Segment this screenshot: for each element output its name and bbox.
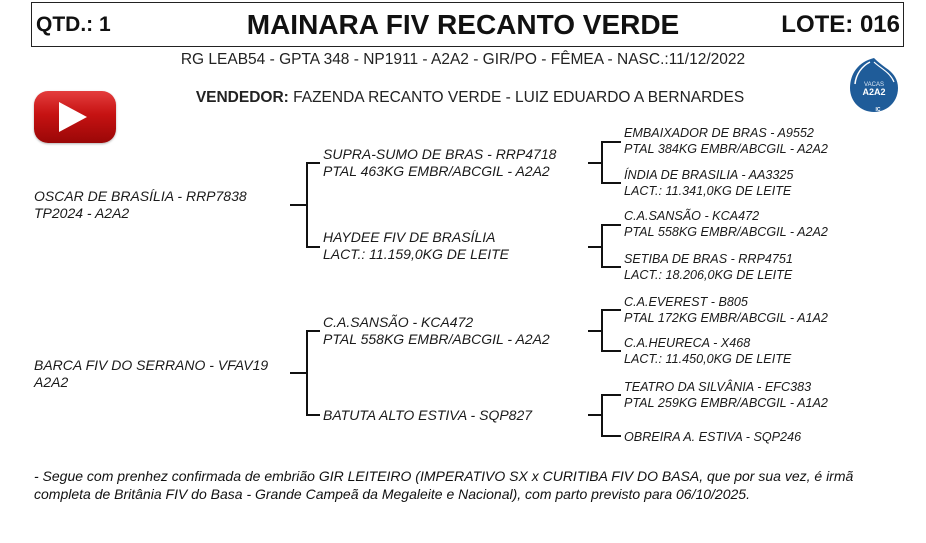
connector-line [601, 394, 603, 437]
paternal-granddam-entry: HAYDEE FIV DE BRASÍLIA LACT.: 11.159,0KG… [323, 229, 509, 263]
ggp-info: LACT.: 18.206,0KG DE LEITE [624, 268, 793, 282]
pgd-name: HAYDEE FIV DE BRASÍLIA [323, 229, 496, 245]
ggp-info: PTAL 172KG EMBR/ABCGIL - A1A2 [624, 311, 828, 325]
connector-line [601, 141, 621, 143]
ggp-entry: TEATRO DA SILVÂNIA - EFC383 PTAL 259KG E… [624, 379, 828, 411]
connector-line [601, 350, 621, 352]
ggp-info: PTAL 558KG EMBR/ABCGIL - A2A2 [624, 225, 828, 239]
svg-text:VACAS: VACAS [864, 82, 884, 88]
connector-line [290, 372, 307, 374]
paternal-grandsire-entry: SUPRA-SUMO DE BRAS - RRP4718 PTAL 463KG … [323, 146, 556, 180]
connector-line [601, 141, 603, 184]
connector-line [306, 330, 308, 416]
connector-line [306, 162, 320, 164]
a2a2-badge-icon: VACAS A2A2 IC [848, 56, 900, 114]
connector-line [588, 246, 602, 248]
ggp-info: LACT.: 11.450,0KG DE LEITE [624, 352, 792, 366]
ggp-entry: ÍNDIA DE BRASILIA - AA3325 LACT.: 11.341… [624, 167, 793, 199]
mgd-name: BATUTA ALTO ESTIVA - SQP827 [323, 407, 533, 423]
sire-entry: OSCAR DE BRASÍLIA - RRP7838 TP2024 - A2A… [34, 188, 247, 222]
connector-line [306, 162, 308, 248]
animal-registry-info: RG LEAB54 - GPTA 348 - NP1911 - A2A2 - G… [180, 51, 746, 68]
connector-line [588, 414, 602, 416]
connector-line [601, 309, 621, 311]
vendor-line: VENDEDOR: FAZENDA RECANTO VERDE - LUIZ E… [0, 89, 926, 107]
connector-line [306, 414, 320, 416]
sire-info: TP2024 - A2A2 [34, 205, 130, 221]
dam-name: BARCA FIV DO SERRANO - VFAV19 [34, 357, 269, 373]
ggp-name: C.A.EVEREST - B805 [624, 295, 748, 309]
vendor-value: FAZENDA RECANTO VERDE - LUIZ EDUARDO A B… [288, 89, 745, 106]
connector-line [601, 394, 621, 396]
ggp-entry: SETIBA DE BRAS - RRP4751 LACT.: 18.206,0… [624, 251, 793, 283]
connector-line [290, 204, 307, 206]
pgd-info: LACT.: 11.159,0KG DE LEITE [323, 246, 509, 262]
lot-number: LOTE: 016 [781, 11, 900, 38]
play-triangle-icon [59, 102, 87, 132]
connector-line [306, 330, 320, 332]
ggp-name: TEATRO DA SILVÂNIA - EFC383 [624, 380, 812, 394]
dam-info: A2A2 [34, 374, 69, 390]
ggp-name: OBREIRA A. ESTIVA - SQP246 [624, 430, 802, 444]
ggp-name: C.A.HEURECA - X468 [624, 336, 751, 350]
ggp-entry: C.A.SANSÃO - KCA472 PTAL 558KG EMBR/ABCG… [624, 208, 828, 240]
connector-line [601, 182, 621, 184]
ggp-info: PTAL 384KG EMBR/ABCGIL - A2A2 [624, 142, 828, 156]
mgs-name: C.A.SANSÃO - KCA472 [323, 314, 474, 330]
connector-line [601, 224, 621, 226]
connector-line [588, 162, 602, 164]
connector-line [601, 224, 603, 268]
svg-text:IC: IC [876, 107, 881, 113]
ggp-entry: EMBAIXADOR DE BRAS - A9552 PTAL 384KG EM… [624, 125, 828, 157]
ggp-name: C.A.SANSÃO - KCA472 [624, 209, 760, 223]
pregnancy-note: - Segue com prenhez confirmada de embriã… [34, 468, 854, 502]
connector-line [601, 435, 621, 437]
ggp-name: ÍNDIA DE BRASILIA - AA3325 [624, 168, 794, 182]
connector-line [601, 309, 603, 352]
dam-entry: BARCA FIV DO SERRANO - VFAV19 A2A2 [34, 357, 268, 391]
vendor-label: VENDEDOR: [195, 89, 289, 106]
page-title: MAINARA FIV RECANTO VERDE [246, 9, 680, 40]
ggp-name: SETIBA DE BRAS - RRP4751 [624, 252, 793, 266]
maternal-grandsire-entry: C.A.SANSÃO - KCA472 PTAL 558KG EMBR/ABCG… [323, 314, 550, 348]
pgs-name: SUPRA-SUMO DE BRAS - RRP4718 [323, 146, 557, 162]
ggp-entry: C.A.HEURECA - X468 LACT.: 11.450,0KG DE … [624, 335, 791, 367]
youtube-play-icon[interactable] [34, 91, 116, 143]
sire-name: OSCAR DE BRASÍLIA - RRP7838 [34, 188, 247, 204]
ggp-info: LACT.: 11.341,0KG DE LEITE [624, 184, 792, 198]
header-box [31, 2, 904, 47]
svg-text:A2A2: A2A2 [862, 87, 885, 97]
ggp-entry: OBREIRA A. ESTIVA - SQP246 [624, 429, 801, 445]
connector-line [601, 266, 621, 268]
pgs-info: PTAL 463KG EMBR/ABCGIL - A2A2 [323, 163, 550, 179]
ggp-entry: C.A.EVEREST - B805 PTAL 172KG EMBR/ABCGI… [624, 294, 828, 326]
quantity-label: QTD.: 1 [36, 13, 111, 36]
maternal-granddam-entry: BATUTA ALTO ESTIVA - SQP827 [323, 407, 532, 424]
mgs-info: PTAL 558KG EMBR/ABCGIL - A2A2 [323, 331, 550, 347]
connector-line [306, 246, 320, 248]
ggp-info: PTAL 259KG EMBR/ABCGIL - A1A2 [624, 396, 828, 410]
ggp-name: EMBAIXADOR DE BRAS - A9552 [624, 126, 814, 140]
connector-line [588, 330, 602, 332]
